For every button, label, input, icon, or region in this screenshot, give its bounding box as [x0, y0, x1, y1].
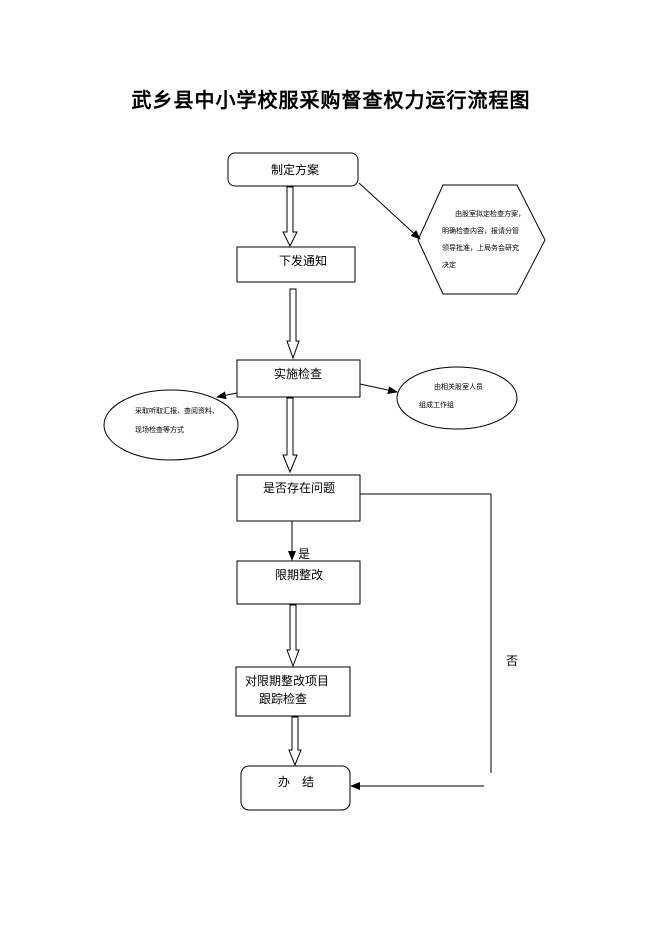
plan-node-label: 制定方案	[271, 163, 320, 177]
left-ellipse-note-line1: 采取听取汇报、查阅资料、	[135, 407, 219, 415]
left-ellipse-note-shape	[103, 389, 239, 461]
hexagon-note-line4: 决定	[442, 261, 456, 269]
no-edge-label: 否	[506, 654, 519, 668]
right-ellipse-note-shape	[396, 366, 518, 430]
finish-node-label: 办 结	[278, 775, 315, 789]
plan-node-box	[227, 152, 359, 187]
arrow-inspect-to-right-ellipse	[359, 383, 398, 395]
notify-node-label: 下发通知	[279, 254, 328, 268]
right-ellipse-note-line1: 由相关股室人员	[434, 383, 483, 391]
arrow-notify-to-inspect	[286, 288, 300, 360]
problem-node-box	[236, 474, 361, 522]
rectify-node-box	[236, 560, 361, 605]
problem-node-label: 是否存在问题	[263, 481, 336, 495]
arrow-inspect-to-problem	[282, 397, 298, 474]
notify-node-box	[236, 246, 356, 283]
yes-edge-label: 是	[298, 547, 311, 561]
inspect-node-label: 实施检查	[274, 367, 323, 381]
track-node-label-line1: 对限期整改项目	[245, 674, 330, 688]
arrow-rectify-to-track	[286, 604, 300, 668]
left-ellipse-note-line2: 现场检查等方式	[135, 426, 184, 434]
arrow-track-to-finish	[288, 716, 302, 767]
arrow-plan-to-hexagon	[358, 182, 421, 240]
track-node-box	[235, 666, 351, 717]
hexagon-note-line2: 明确检查内容，报请分管	[442, 227, 519, 235]
inspect-node-box	[236, 359, 361, 398]
no-path-line	[360, 493, 492, 773]
track-node-label-line2: 跟踪检查	[259, 692, 308, 706]
hexagon-note-line1: 由股室拟定检查方案，	[455, 210, 525, 218]
hexagon-note-line3: 领导批准，上局务会研究	[442, 244, 519, 252]
rectify-node-label: 限期整改	[275, 568, 324, 582]
arrow-inspect-to-left-ellipse	[216, 391, 238, 400]
arrow-plan-to-notify	[282, 186, 298, 248]
right-ellipse-note-line2: 组成工作组	[419, 401, 454, 409]
page-title: 武乡县中小学校服采购督查权力运行流程图	[131, 88, 531, 112]
hexagon-note-shape	[417, 184, 546, 295]
